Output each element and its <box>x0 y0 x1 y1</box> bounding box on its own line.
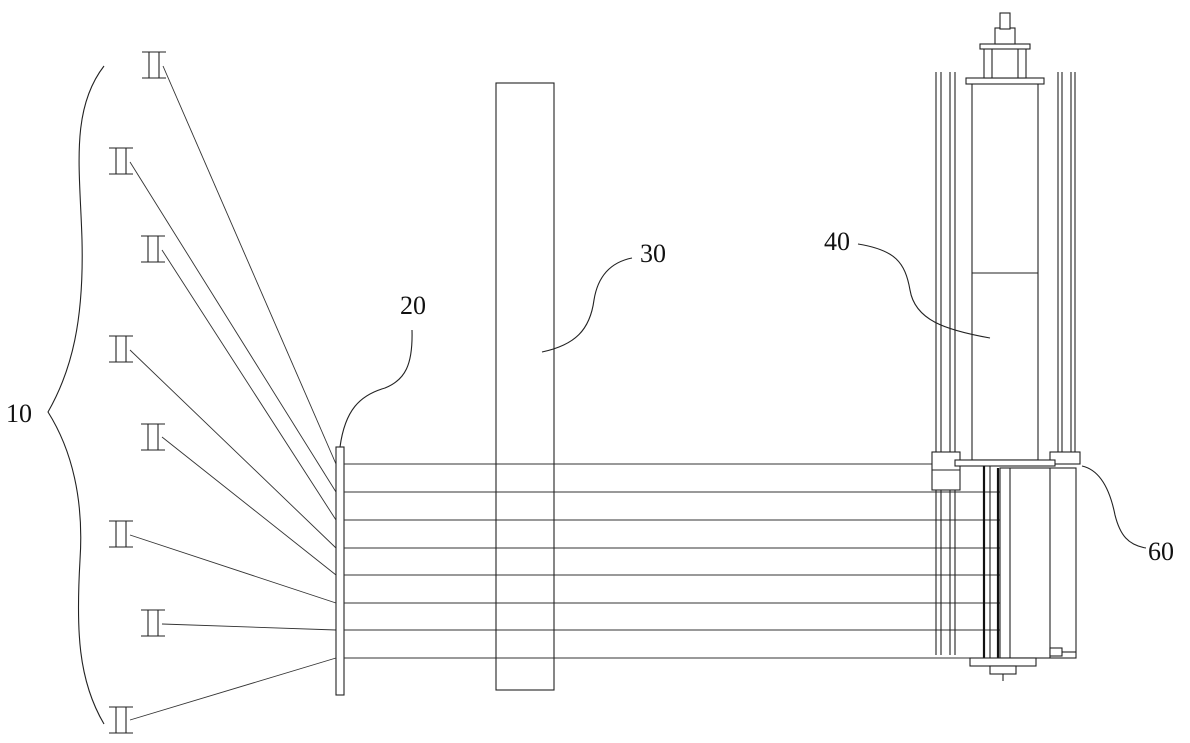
yarn-feed-lines <box>130 66 336 720</box>
bobbin-5 <box>141 424 165 450</box>
bobbin-6 <box>109 521 133 547</box>
bobbin-1 <box>142 52 166 78</box>
winder-assembly <box>932 13 1080 681</box>
leader-20 <box>340 330 412 447</box>
bobbin-group-brace <box>48 66 104 724</box>
label-60: 60 <box>1148 537 1174 566</box>
bobbin-3 <box>141 236 165 262</box>
bobbin-4 <box>109 336 133 362</box>
bobbin-8 <box>109 707 133 733</box>
label-40: 40 <box>824 227 850 256</box>
yarn-sheet <box>344 464 1000 658</box>
leader-40 <box>858 244 990 338</box>
bobbin-7 <box>141 610 165 636</box>
bobbin-2 <box>109 148 133 174</box>
label-20: 20 <box>400 291 426 320</box>
frame-30 <box>496 83 554 690</box>
label-30: 30 <box>640 239 666 268</box>
label-10: 10 <box>6 399 32 428</box>
guide-plate <box>336 447 344 695</box>
leader-60 <box>1082 466 1146 548</box>
leader-30 <box>542 258 632 352</box>
